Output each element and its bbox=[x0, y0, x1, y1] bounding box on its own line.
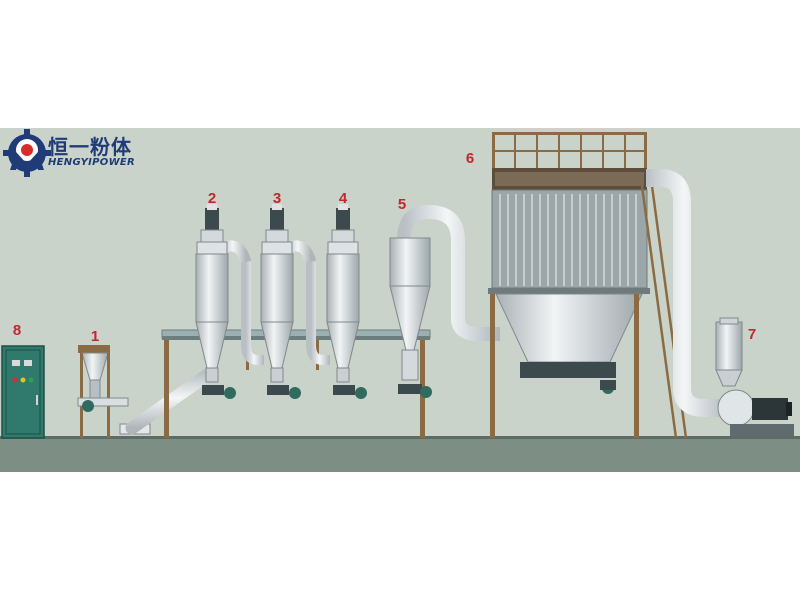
conveying-pipe bbox=[125, 366, 217, 435]
classifier-2 bbox=[195, 204, 252, 399]
classifier-3 bbox=[260, 204, 317, 399]
bag-dust-collector bbox=[488, 132, 650, 438]
label-3: 3 bbox=[272, 190, 282, 207]
label-6: 6 bbox=[465, 150, 475, 167]
brand-name-en: HENGYIPOWER bbox=[48, 157, 136, 168]
connector-pipe-3-4 bbox=[306, 262, 330, 365]
brand-logo-icon bbox=[3, 129, 51, 177]
control-cabinet-icon bbox=[1, 345, 45, 439]
floor-edge bbox=[0, 436, 800, 439]
floor bbox=[0, 436, 800, 472]
label-2: 2 bbox=[207, 190, 217, 207]
exhaust-pipe bbox=[646, 169, 730, 417]
connector-pipe-2-3 bbox=[241, 262, 264, 365]
brand-name-cn: 恒一粉体 bbox=[48, 135, 132, 159]
label-8: 8 bbox=[12, 322, 22, 339]
label-7: 7 bbox=[747, 326, 757, 343]
label-5: 5 bbox=[397, 196, 407, 213]
classifier-4 bbox=[326, 204, 367, 399]
label-4: 4 bbox=[338, 190, 348, 207]
cyclone-separator bbox=[389, 204, 500, 398]
label-1: 1 bbox=[90, 328, 100, 345]
induced-draft-fan bbox=[715, 317, 794, 436]
